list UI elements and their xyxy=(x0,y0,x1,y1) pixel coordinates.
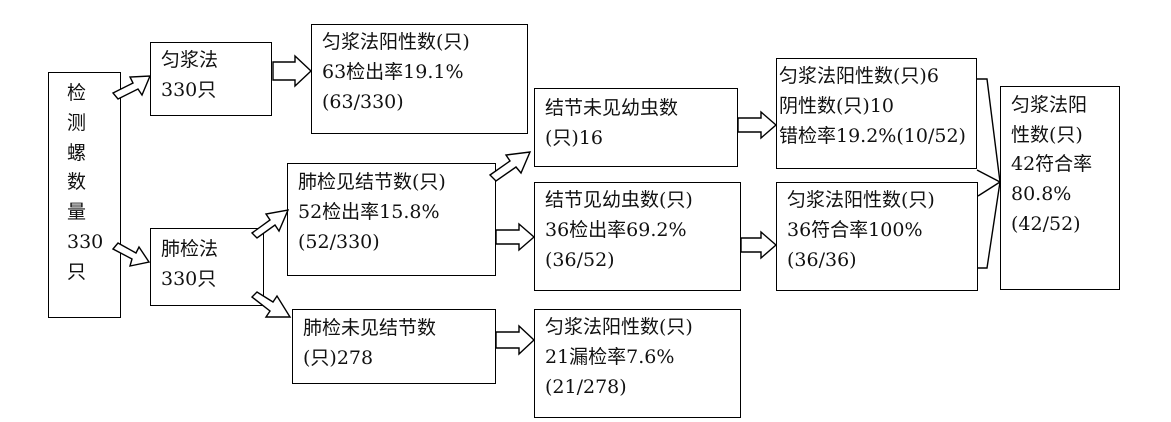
arrow-lung-to-no-nodule xyxy=(250,291,292,318)
arrow-no-nodule-to-missed xyxy=(495,324,536,356)
homogenate-method-box: 匀浆法 330只 xyxy=(150,42,272,116)
nodule-no-larva-line: 结节未见幼虫数 xyxy=(545,97,679,119)
merge-top-connector xyxy=(977,78,1001,183)
error-detection-line: 匀浆法阳性数(只)6 xyxy=(779,65,939,87)
arrow-nodule-to-larva xyxy=(495,222,536,252)
match-36-line: 36符合率100% xyxy=(787,219,923,242)
merge-bottom-connector xyxy=(978,181,1001,269)
homogenate-positive-box: 匀浆法阳性数(只) 63检出率19.1% (63/330) xyxy=(311,24,528,134)
homogenate-method-label: 匀浆法 xyxy=(161,49,219,71)
final-result-line: 42符合率 xyxy=(1011,153,1093,176)
nodule-larva-line: 36检出率69.2% xyxy=(545,219,687,242)
nodule-no-larva-line: (只)16 xyxy=(545,127,604,150)
missed-detection-line: 21漏检率7.6% xyxy=(545,346,675,369)
nodule-found-box: 肺检见结节数(只) 52检出率15.8% (52/330) xyxy=(287,163,496,276)
final-result-box: 匀浆法阳 性数(只) 42符合率 80.8% (42/52) xyxy=(1000,86,1120,290)
error-detection-line: 阴性数(只)10 xyxy=(779,95,895,118)
match-36-box: 匀浆法阳性数(只) 36符合率100% (36/36) xyxy=(776,182,978,291)
missed-detection-box: 匀浆法阳性数(只) 21漏检率7.6% (21/278) xyxy=(534,309,741,418)
lung-method-box: 肺检法 330只 xyxy=(150,228,264,306)
arrow-no-larva-to-error xyxy=(737,110,778,140)
nodule-larva-box: 结节见幼虫数(只) 36检出率69.2% (36/52) xyxy=(534,182,741,291)
missed-detection-line: 匀浆法阳性数(只) xyxy=(545,316,693,338)
merge-mid-connector-lower xyxy=(977,181,1001,197)
homogenate-positive-line: 63检出率19.1% xyxy=(322,61,464,84)
no-nodule-line: (只)278 xyxy=(303,347,374,370)
merge-mid-connector-upper xyxy=(976,169,1001,183)
start-line: 螺 xyxy=(67,141,87,164)
final-result-line: (42/52) xyxy=(1011,212,1081,235)
start-line: 只 xyxy=(67,260,87,283)
nodule-no-larva-box: 结节未见幼虫数 (只)16 xyxy=(534,88,738,167)
start-line: 测 xyxy=(67,111,87,134)
start-line: 检 xyxy=(67,82,87,104)
error-detection-box: 匀浆法阳性数(只)6 阴性数(只)10 错检率19.2%(10/52) xyxy=(776,58,977,169)
no-nodule-box: 肺检未见结节数 (只)278 xyxy=(292,309,496,384)
nodule-larva-line: (36/52) xyxy=(545,249,615,272)
final-result-line: 匀浆法阳 xyxy=(1011,94,1088,116)
arrow-homogenate-to-positive xyxy=(272,54,313,88)
start-line: 数 xyxy=(67,171,87,194)
error-detection-line: 错检率19.2%(10/52) xyxy=(779,125,966,148)
lung-method-label: 肺检法 xyxy=(161,238,219,260)
homogenate-positive-line: 匀浆法阳性数(只) xyxy=(322,31,470,53)
match-36-line: (36/36) xyxy=(787,249,857,272)
homogenate-positive-line: (63/330) xyxy=(322,91,404,114)
match-36-line: 匀浆法阳性数(只) xyxy=(787,189,935,211)
nodule-found-line: 52检出率15.8% xyxy=(298,201,440,224)
final-result-line: 性数(只) xyxy=(1011,123,1083,146)
arrow-nodule-to-no-larva xyxy=(488,151,532,182)
arrow-start-to-lung xyxy=(111,242,151,267)
arrow-lung-to-nodule xyxy=(250,209,290,239)
start-line: 量 xyxy=(67,201,87,224)
nodule-larva-line: 结节见幼虫数(只) xyxy=(545,189,693,211)
start-line: 330 xyxy=(67,231,104,254)
arrow-larva-to-match xyxy=(740,230,778,260)
homogenate-method-count: 330只 xyxy=(161,79,217,102)
final-result-line: 80.8% xyxy=(1011,182,1072,205)
missed-detection-line: (21/278) xyxy=(545,376,627,399)
nodule-found-line: (52/330) xyxy=(298,231,380,254)
lung-method-count: 330只 xyxy=(161,268,217,291)
no-nodule-line: 肺检未见结节数 xyxy=(303,317,437,339)
start-box: 检 测 螺 数 量 330 只 xyxy=(48,72,121,318)
nodule-found-line: 肺检见结节数(只) xyxy=(298,171,446,193)
arrow-start-to-homogenate xyxy=(111,75,152,100)
